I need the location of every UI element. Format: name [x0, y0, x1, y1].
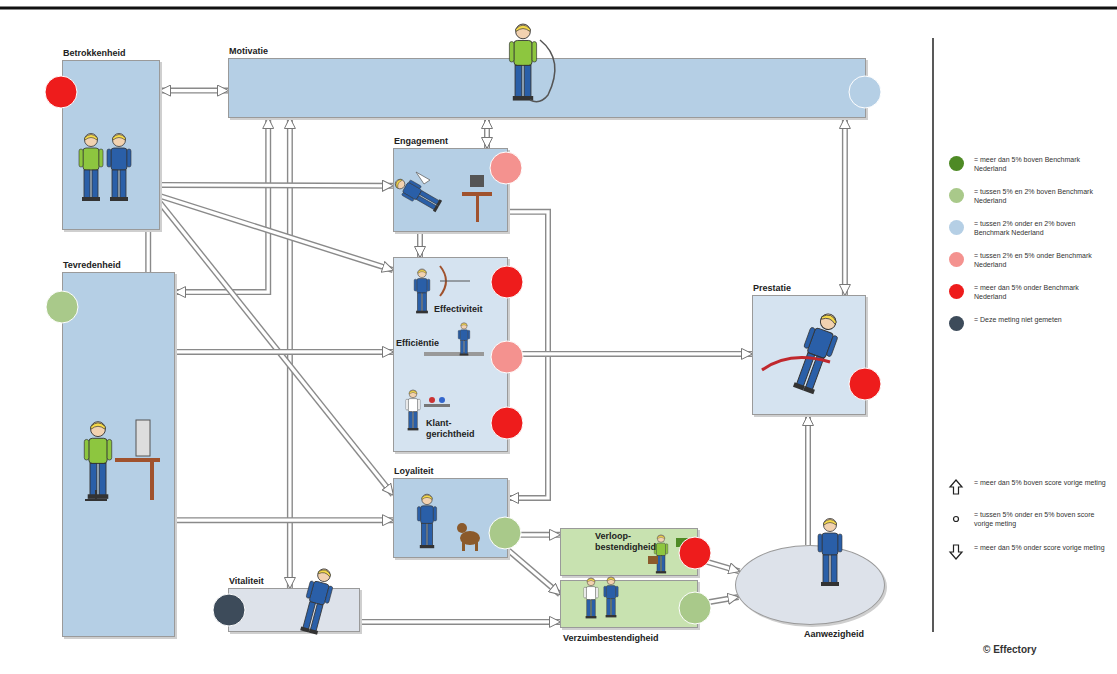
legend-swatch: [949, 252, 964, 267]
connector-outline: [360, 619, 560, 625]
trend-symbol: [948, 479, 964, 495]
top-rule: [0, 7, 1117, 10]
connector: [175, 520, 393, 521]
connector: [175, 351, 393, 352]
connector: [844, 118, 845, 295]
connector-outline: [842, 118, 848, 295]
node-box: Verzuimbestendigheid: [560, 580, 698, 628]
connector-core: [508, 352, 752, 355]
connector-outline: [508, 351, 752, 357]
connector-core: [147, 230, 150, 272]
legend-text: = tussen 5% en 2% boven Benchmark Nederl…: [974, 187, 1109, 205]
connector-outline: [484, 118, 490, 148]
connector: [160, 90, 228, 91]
connector-core: [160, 89, 228, 92]
status-dot: [45, 76, 881, 626]
node-label: Verloop- bestendigheid: [595, 531, 669, 553]
node-box: Betrokkenheid: [62, 60, 160, 230]
node-box: Tevredenheid: [62, 272, 175, 637]
connector-core: [806, 415, 809, 545]
node-label: Loyaliteit: [394, 466, 434, 477]
node-label: Efficiëntie: [396, 338, 439, 349]
connector-outline: [160, 182, 393, 189]
connector: [508, 353, 752, 354]
connector-core: [160, 203, 393, 495]
connector: [420, 232, 421, 257]
connector: [148, 230, 149, 272]
legend-text: = meer dan 5% boven score vorige meting: [974, 478, 1109, 487]
connector-core: [508, 550, 560, 594]
connector: [160, 203, 393, 495]
connector-outline: [160, 203, 393, 495]
legend-swatch: [949, 188, 964, 203]
legend-text: = tussen 5% onder en 5% boven score vori…: [974, 510, 1109, 528]
connector-outline: [508, 550, 560, 594]
legend-swatch: [949, 156, 964, 171]
node-ellipse: Aanwezigheid: [735, 545, 885, 625]
legend-text: = tussen 2% onder en 2% boven Benchmark …: [974, 219, 1109, 237]
node-label: Motivatie: [229, 46, 268, 57]
connector-core: [485, 118, 488, 148]
connector-outline: [805, 415, 811, 545]
node-label: Engagement: [394, 136, 448, 147]
connector-core: [175, 519, 393, 522]
connector: [160, 184, 393, 186]
connector: [360, 621, 560, 622]
legend-text: = tussen 2% en 5% onder Benchmark Nederl…: [974, 251, 1109, 269]
node-box: Vitaliteit: [228, 588, 360, 632]
legend-swatch: [949, 316, 964, 331]
node-label: Betrokkenheid: [63, 48, 126, 59]
connector-outline: [175, 517, 393, 523]
connector: [808, 415, 809, 545]
legend-text: = Deze meting niet gemeten: [974, 315, 1109, 324]
node-label: Tevredenheid: [63, 260, 121, 271]
node-box: Verloop- bestendigheid: [560, 528, 698, 576]
trend-symbol: [948, 511, 964, 527]
trend-symbol: [948, 544, 964, 560]
connector-outline: [417, 232, 423, 257]
connector-core: [418, 232, 421, 257]
connector: [487, 118, 488, 148]
connector-core: [160, 183, 393, 187]
connector-outline: [160, 196, 393, 270]
connector-core: [160, 196, 393, 270]
connector-core: [175, 350, 393, 353]
node-label: Verzuimbestendigheid: [563, 633, 659, 644]
node-label: Prestatie: [753, 283, 791, 294]
connector: [508, 550, 560, 594]
connector-core: [360, 620, 560, 623]
copyright-note: © Effectory: [983, 644, 1037, 655]
connector-core: [843, 118, 846, 295]
legend-swatch: [949, 284, 964, 299]
connector-outline: [145, 230, 151, 272]
node-label: Vitaliteit: [229, 576, 264, 587]
legend-text: = meer dan 5% boven Benchmark Nederland: [974, 155, 1109, 173]
legend-text: = meer dan 5% onder Benchmark Nederland: [974, 283, 1109, 301]
divider: [932, 38, 934, 632]
legend-text: = meer dan 5% onder score vorige meting: [974, 543, 1109, 552]
connector: [160, 196, 393, 270]
node-label: Effectiviteit: [434, 304, 483, 315]
connector-outline: [175, 349, 393, 355]
connector-outline: [160, 88, 228, 94]
node-label: Aanwezigheid: [804, 629, 864, 640]
node-box: Loyaliteit: [393, 478, 508, 558]
node-box: Motivatie: [228, 58, 866, 118]
legend-swatch: [949, 220, 964, 235]
node-label: Klant- gerichtheid: [426, 418, 490, 440]
